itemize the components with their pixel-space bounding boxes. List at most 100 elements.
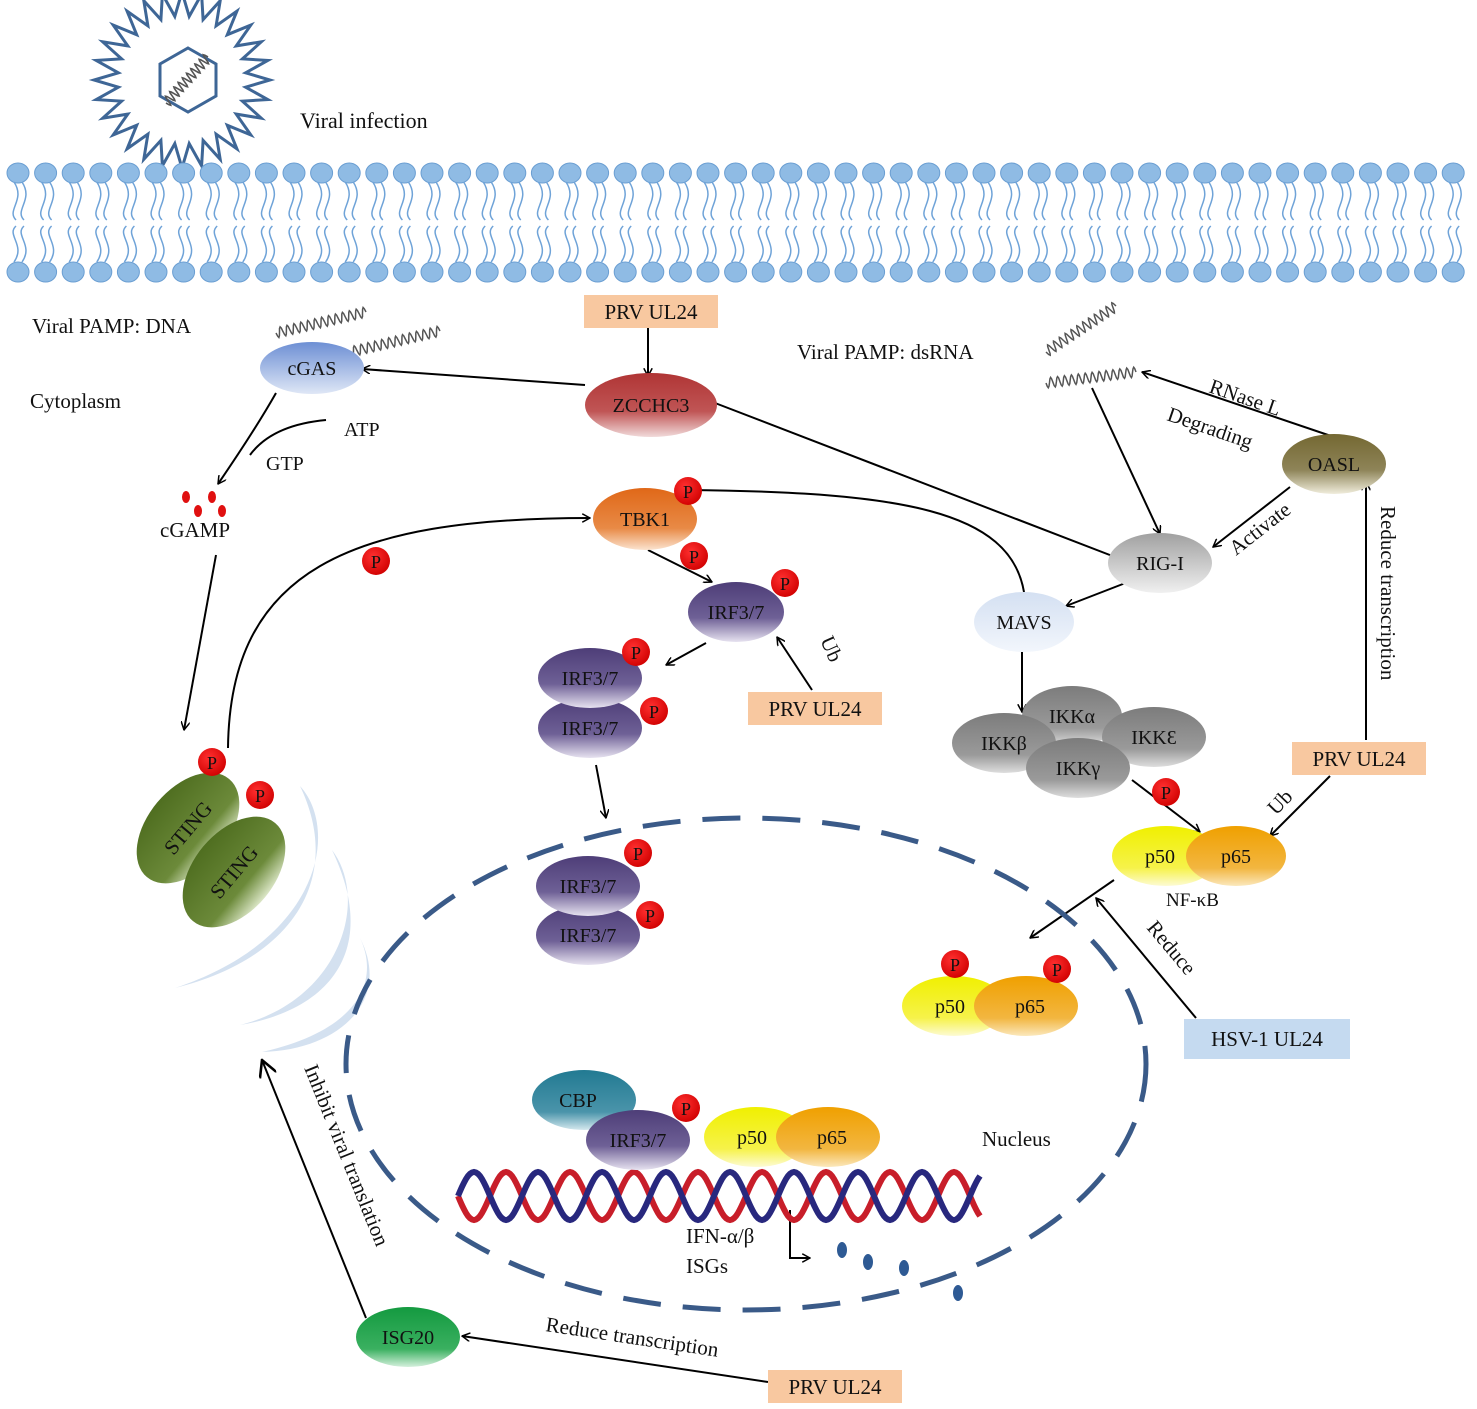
arrow-tbk1-irf bbox=[647, 549, 712, 582]
arrow-sting-tbk1 bbox=[227, 518, 590, 749]
mavs-node: MAVS bbox=[974, 592, 1074, 652]
svg-text:CBP: CBP bbox=[559, 1090, 597, 1112]
prv-ul24-box-irf: PRV UL24 bbox=[748, 692, 882, 725]
endoplasmic-reticulum bbox=[175, 786, 370, 1052]
phospho-badge: P bbox=[198, 748, 226, 776]
svg-text:P: P bbox=[1161, 783, 1171, 803]
svg-text:p65: p65 bbox=[1015, 996, 1045, 1018]
gtp-label: GTP bbox=[266, 453, 304, 475]
svg-text:P: P bbox=[645, 906, 655, 926]
svg-text:IRF3/7: IRF3/7 bbox=[562, 718, 619, 740]
svg-text:P: P bbox=[631, 643, 641, 663]
reduce-transcription-label-bottom: Reduce transcription bbox=[544, 1312, 720, 1362]
arrow-cgamp-sting bbox=[184, 554, 217, 730]
svg-text:ZCCHC3: ZCCHC3 bbox=[613, 395, 690, 417]
arrow-oasl-rnase bbox=[1142, 372, 1335, 438]
prv-ul24-box-bottom: PRV UL24 bbox=[768, 1370, 902, 1403]
svg-text:IRF3/7: IRF3/7 bbox=[560, 876, 617, 898]
transcript-dots bbox=[837, 1242, 963, 1301]
arrow-zcchc3-cgas bbox=[362, 369, 586, 386]
phospho-badge: P bbox=[672, 1094, 700, 1122]
svg-text:ISG20: ISG20 bbox=[382, 1327, 434, 1349]
phospho-badge: P bbox=[674, 477, 702, 505]
cgamp-molecules bbox=[182, 491, 226, 517]
rnase-l-label: RNase L bbox=[1206, 374, 1284, 421]
arrow-hsv-reduce bbox=[1096, 898, 1197, 1019]
svg-text:OASL: OASL bbox=[1308, 454, 1360, 476]
atp-gtp-curve bbox=[249, 419, 327, 456]
irf37-dimer-cytoplasm: IRF3/7 IRF3/7 bbox=[538, 648, 642, 758]
svg-text:p50: p50 bbox=[737, 1127, 767, 1149]
arrow-isg20-er bbox=[262, 1060, 367, 1319]
viral-dsrna-strand bbox=[1045, 301, 1117, 357]
isg20-node: ISG20 bbox=[356, 1307, 460, 1367]
arrow-nfkb-nucleus bbox=[1030, 879, 1115, 938]
prv-ul24-box-right: PRV UL24 bbox=[1292, 742, 1426, 775]
nucleus-envelope bbox=[343, 815, 1149, 1313]
phospho-badge: P bbox=[680, 542, 708, 570]
svg-text:HSV-1 UL24: HSV-1 UL24 bbox=[1211, 1027, 1323, 1051]
nucleus-label: Nucleus bbox=[982, 1127, 1051, 1151]
svg-text:p65: p65 bbox=[817, 1127, 847, 1149]
svg-text:IRF3/7: IRF3/7 bbox=[708, 602, 765, 624]
arrow-prv-p65-ub bbox=[1270, 775, 1331, 836]
viral-dsrna-strand bbox=[1045, 365, 1137, 390]
degrading-label: Degrading bbox=[1164, 402, 1256, 454]
svg-text:PRV UL24: PRV UL24 bbox=[604, 300, 698, 324]
phospho-badge: P bbox=[1152, 778, 1180, 806]
svg-text:IKKβ: IKKβ bbox=[981, 733, 1027, 755]
svg-text:RIG-I: RIG-I bbox=[1136, 553, 1184, 575]
inhibit-translation-label: Inhibit viral translation bbox=[299, 1061, 394, 1250]
irf37-node: IRF3/7 bbox=[688, 582, 784, 642]
nfkb-nucleus: p50 p65 bbox=[902, 976, 1078, 1036]
isgs-label: ISGs bbox=[686, 1254, 728, 1278]
cgamp-label: cGAMP bbox=[160, 518, 230, 542]
arrow-irf-dimer bbox=[666, 642, 707, 666]
arrow-transcription bbox=[789, 1210, 810, 1258]
arrow-prv-isg20 bbox=[462, 1336, 769, 1383]
svg-text:IRF3/7: IRF3/7 bbox=[560, 925, 617, 947]
svg-text:P: P bbox=[683, 482, 693, 502]
phospho-badges: P P P P P P P P P P P P P P bbox=[198, 477, 1180, 1122]
sting-dimer: STING STING bbox=[136, 772, 286, 928]
rigi-node: RIG-I bbox=[1108, 533, 1212, 593]
svg-text:P: P bbox=[1052, 960, 1062, 980]
tbk1-node: TBK1 bbox=[593, 488, 697, 550]
prv-ul24-box-top: PRV UL24 bbox=[584, 295, 718, 328]
svg-text:P: P bbox=[633, 844, 643, 864]
nfkb-label: NF-κB bbox=[1166, 890, 1219, 911]
phospho-badge: P bbox=[941, 950, 969, 978]
svg-text:TBK1: TBK1 bbox=[620, 509, 670, 531]
reduce-transcription-label-right: Reduce transcription bbox=[1376, 506, 1400, 681]
svg-text:P: P bbox=[649, 702, 659, 722]
phospho-badge: P bbox=[246, 781, 274, 809]
pamp-dna-label: Viral PAMP: DNA bbox=[32, 314, 192, 338]
phospho-badge: P bbox=[1043, 955, 1071, 983]
oasl-node: OASL bbox=[1282, 434, 1386, 494]
phospho-badge: P bbox=[362, 547, 390, 575]
arrow-irf-nucleus bbox=[595, 764, 606, 818]
cell-membrane bbox=[6, 162, 1465, 283]
phospho-badge: P bbox=[624, 839, 652, 867]
svg-text:PRV UL24: PRV UL24 bbox=[788, 1375, 882, 1399]
activate-label: Activate bbox=[1224, 497, 1295, 560]
phospho-badge: P bbox=[771, 569, 799, 597]
arrow-oasl-rigi bbox=[1213, 486, 1291, 547]
atp-label: ATP bbox=[344, 419, 380, 441]
svg-text:P: P bbox=[780, 574, 790, 594]
svg-text:IRF3/7: IRF3/7 bbox=[562, 668, 619, 690]
nfkb-cytoplasm: p50 p65 bbox=[1112, 826, 1286, 886]
ub-label-irf: Ub bbox=[815, 632, 847, 665]
hsv1-ul24-box: HSV-1 UL24 bbox=[1184, 1019, 1350, 1059]
phospho-badge: P bbox=[636, 901, 664, 929]
svg-text:P: P bbox=[207, 753, 217, 773]
svg-text:P: P bbox=[371, 552, 381, 572]
irf37-dimer-nucleus: IRF3/7 IRF3/7 bbox=[536, 856, 640, 965]
svg-text:p50: p50 bbox=[935, 996, 965, 1018]
ikk-complex: IKKα IKKƐ IKKβ IKKγ bbox=[952, 686, 1206, 798]
cytoplasm-label: Cytoplasm bbox=[30, 389, 121, 413]
arrow-prv-irf-ub bbox=[777, 637, 813, 691]
svg-text:P: P bbox=[689, 547, 699, 567]
transcription-complex: CBP IRF3/7 p50 p65 bbox=[532, 1070, 880, 1170]
